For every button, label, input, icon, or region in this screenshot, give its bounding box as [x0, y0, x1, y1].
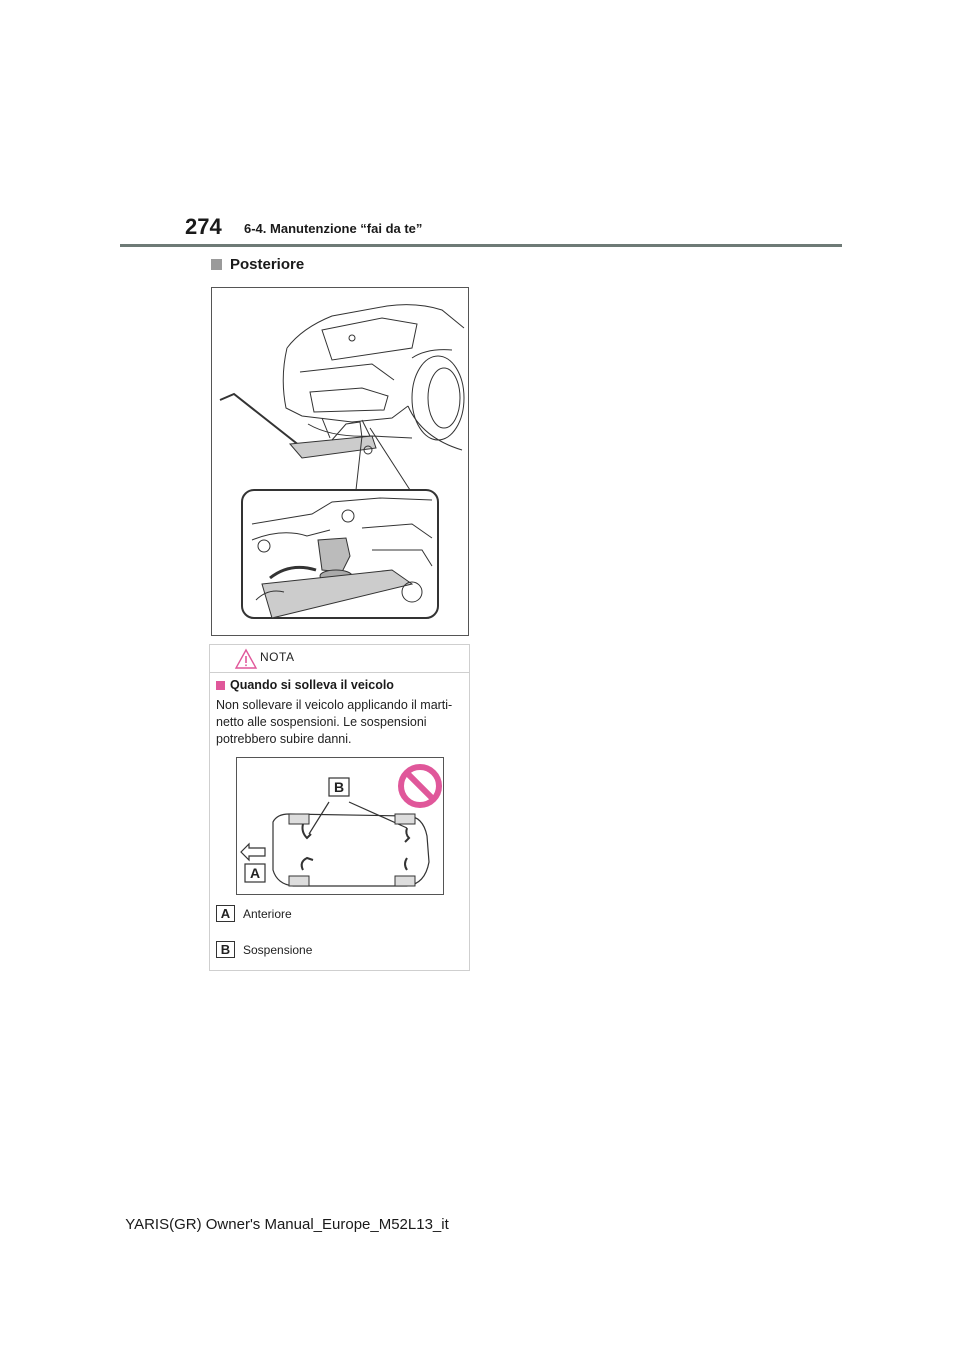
label-b: B — [334, 779, 344, 795]
legend-key: B — [216, 941, 235, 958]
caution-subheading: Quando si solleva il veicolo — [216, 678, 394, 692]
subheading-text: Posteriore — [230, 256, 305, 273]
square-bullet-icon — [211, 259, 222, 270]
caution-title: NOTA — [260, 650, 295, 664]
legend-key: A — [216, 905, 235, 922]
footer: YARIS(GR) Owner's Manual_Europe_M52L13_i… — [0, 1216, 960, 1233]
legend-item-front: A Anteriore — [216, 905, 292, 922]
square-bullet-icon — [216, 680, 225, 690]
legend-label: Anteriore — [243, 906, 292, 921]
caution-body-text: Non sollevare il veicolo applicando il m… — [216, 698, 453, 746]
rear-jack-illustration — [211, 287, 469, 636]
warning-triangle-icon — [234, 648, 258, 669]
caution-header: NOTA — [210, 645, 469, 673]
section-title: 6-4. Manutenzione “fai da te” — [244, 221, 423, 236]
header-divider — [120, 244, 842, 247]
footer-text: YARIS(GR) Owner's Manual_Europe_M52L13_i… — [125, 1216, 449, 1233]
label-a: A — [250, 865, 260, 881]
caution-subheading-text: Quando si solleva il veicolo — [230, 678, 394, 692]
caution-box: NOTA Quando si solleva il veicolo Non so… — [209, 644, 470, 971]
page-number: 274 — [185, 214, 222, 239]
suspension-diagram: B A — [236, 757, 444, 895]
legend-item-suspension: B Sospensione — [216, 941, 312, 958]
legend-label: Sospensione — [243, 942, 313, 957]
subheading: Posteriore — [211, 256, 304, 273]
